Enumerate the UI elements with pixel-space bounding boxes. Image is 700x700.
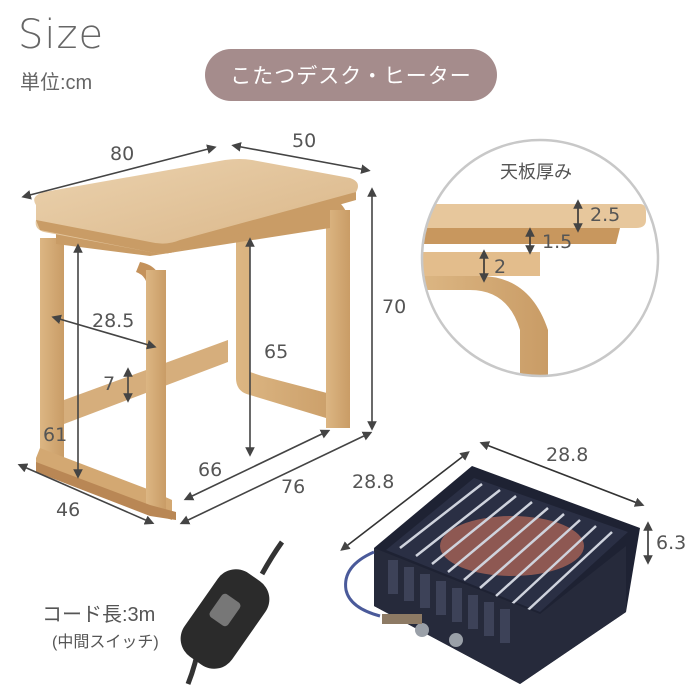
dim-depth: 50 xyxy=(292,130,317,152)
desk-illustration xyxy=(34,159,358,520)
heater-dim-height: 6.3 xyxy=(656,532,687,554)
cord-length-label: コード長:3m xyxy=(42,604,156,626)
heater-dim-left: 28.8 xyxy=(352,471,395,493)
heater-illustration xyxy=(344,466,640,684)
thickness-title: 天板厚み xyxy=(500,162,572,183)
dim-leg-height: 65 xyxy=(264,341,289,363)
dim-inner-depth: 28.5 xyxy=(92,310,135,332)
dim-rail: 7 xyxy=(103,373,116,395)
switch-illustration xyxy=(180,540,285,685)
dim-inner-height: 61 xyxy=(43,424,68,446)
dim-height: 70 xyxy=(382,296,407,318)
category-badge: こたつデスク・ヒーター xyxy=(205,49,497,101)
dim-bottom-span: 66 xyxy=(198,459,223,481)
dim-width: 80 xyxy=(110,143,135,165)
heater-dim-right: 28.8 xyxy=(546,444,589,466)
page-title: Size xyxy=(18,12,105,58)
thickness-top: 2.5 xyxy=(590,204,621,226)
thickness-bottom: 2 xyxy=(494,256,507,278)
dim-bottom-width: 76 xyxy=(281,476,306,498)
thickness-middle: 1.5 xyxy=(542,231,573,253)
switch-note: (中間スイッチ) xyxy=(52,634,159,651)
unit-label: 単位:cm xyxy=(20,72,93,94)
dim-side-depth: 46 xyxy=(56,499,81,521)
